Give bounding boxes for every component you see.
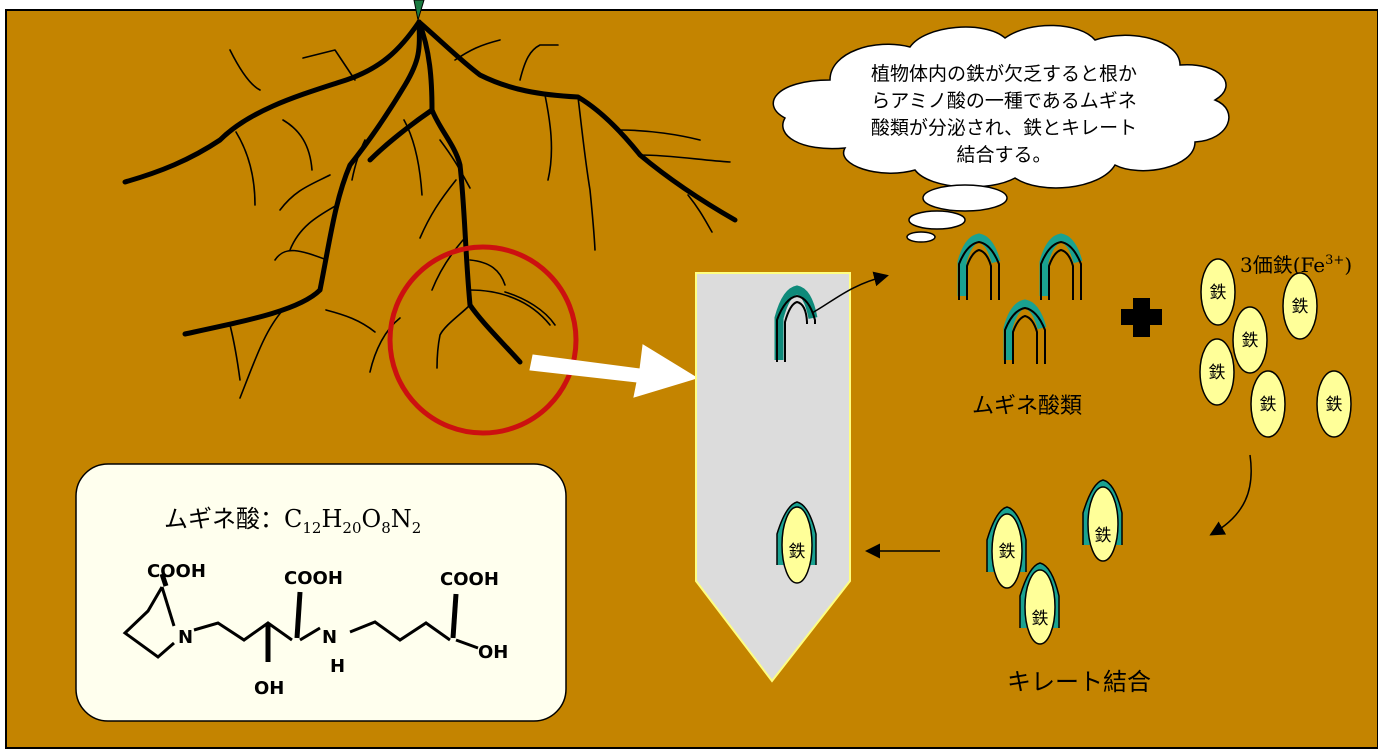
iron-label: 鉄 xyxy=(1260,395,1277,415)
bubble-line-4: 結合する。 xyxy=(956,144,1051,166)
iron-label: 鉄 xyxy=(1292,297,1309,317)
atom-cooh-1: COOH xyxy=(147,561,206,582)
iron-label: 鉄 xyxy=(1210,283,1227,303)
chelate-group: 鉄 鉄 鉄 キレート結合 xyxy=(986,479,1151,696)
iron-label: 鉄 xyxy=(1326,395,1343,415)
iron-ion: 鉄 xyxy=(1199,338,1235,406)
atom-cooh-3: COOH xyxy=(440,569,499,590)
mugineic-acid-molecule xyxy=(957,233,1001,300)
iron-ion: 鉄 xyxy=(1250,370,1286,438)
mugineic-acid-group: ムギネ酸類 xyxy=(957,233,1083,419)
atom-oh-2: OH xyxy=(478,642,508,663)
ferric-iron-label: 3価鉄(Fe3+) xyxy=(1240,253,1352,277)
iron-label: 鉄 xyxy=(789,542,806,562)
secretion-arrow-icon xyxy=(811,271,889,314)
chelate-label: キレート結合 xyxy=(1007,668,1151,696)
iron-label: 鉄 xyxy=(999,542,1016,562)
chelate-complex: 鉄 xyxy=(1082,479,1123,562)
structural-formula-atoms: COOH COOH COOH N N H OH OH xyxy=(147,561,508,699)
chelate-complex: 鉄 xyxy=(986,506,1027,589)
mugineic-acid-molecule xyxy=(1003,299,1047,364)
plus-icon xyxy=(1121,298,1162,337)
atom-n-2: N xyxy=(322,627,337,648)
atom-oh-1: OH xyxy=(254,678,284,699)
iron-ion: 鉄 xyxy=(1232,306,1268,374)
iron-label: 鉄 xyxy=(1209,363,1226,383)
structural-formula xyxy=(122,573,479,662)
chelate-complex: 鉄 xyxy=(1019,562,1060,645)
atom-cooh-2: COOH xyxy=(284,568,343,589)
bubble-line-2: らアミノ酸の一種であるムギネ xyxy=(871,90,1136,112)
bubble-line-1: 植物体内の鉄が欠乏すると根か xyxy=(871,63,1137,85)
mugineic-acid-on-root xyxy=(774,285,818,362)
ferric-iron-group: 鉄 鉄 鉄 鉄 鉄 鉄 xyxy=(1199,258,1352,438)
iron-ion: 鉄 xyxy=(1200,258,1236,326)
iron-ion: 鉄 xyxy=(1316,370,1352,438)
iron-label: 鉄 xyxy=(1242,331,1259,351)
thought-bubble: 植物体内の鉄が欠乏すると根か らアミノ酸の一種であるムギネ 酸類が分泌され、鉄と… xyxy=(772,24,1230,243)
mugineic-acids-label: ムギネ酸類 xyxy=(972,394,1082,419)
root-tip-highlight-circle xyxy=(387,244,579,436)
iron-label: 鉄 xyxy=(1032,609,1049,629)
iron-ion: 鉄 xyxy=(1282,272,1318,340)
atom-h: H xyxy=(330,656,345,677)
mugineic-acid-molecule xyxy=(1039,233,1083,300)
iron-label: 鉄 xyxy=(1095,526,1112,546)
root-system xyxy=(122,19,738,399)
root-tip-enlarged xyxy=(695,272,851,683)
atom-n-1: N xyxy=(178,627,193,648)
bubble-line-3: 酸類が分泌され、鉄とキレート xyxy=(871,117,1137,139)
chelation-arrow-icon xyxy=(1209,454,1252,536)
plant-stem xyxy=(413,0,425,21)
chelated-iron-in-root: 鉄 xyxy=(776,501,817,584)
molecular-formula: ムギネ酸：C12H20O8N2 xyxy=(164,505,421,537)
magnify-arrow-icon xyxy=(529,344,699,398)
formula-box: ムギネ酸：C12H20O8N2 COOH COOH xyxy=(75,463,567,722)
cloud-icon xyxy=(772,24,1230,189)
